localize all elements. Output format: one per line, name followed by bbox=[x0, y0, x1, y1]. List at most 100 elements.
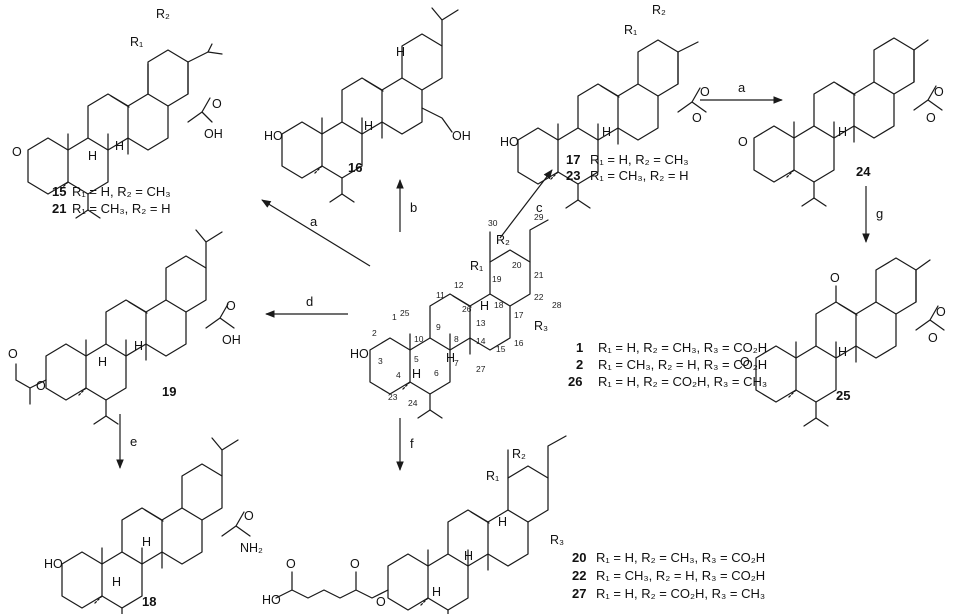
label-OH: OH bbox=[222, 333, 241, 347]
compound-id-2: 2 bbox=[576, 357, 583, 372]
compound-id-25: 25 bbox=[836, 388, 850, 403]
atom-number-30: 30 bbox=[488, 218, 498, 228]
label-R1: R₁ bbox=[486, 469, 499, 483]
label-R1: R₁ bbox=[130, 35, 143, 49]
label-O: O bbox=[692, 111, 702, 125]
label-O-ketone: O bbox=[738, 135, 748, 149]
compound-id-16: 16 bbox=[348, 160, 362, 175]
compound-caption-1: R₁ = H, R₂ = CH₃, R₃ = CO₂H bbox=[598, 340, 767, 355]
reaction-arrows bbox=[116, 96, 870, 471]
label-HO: HO bbox=[264, 129, 283, 143]
label-HO: HO bbox=[44, 557, 63, 571]
compound-id-17: 17 bbox=[566, 152, 580, 167]
label-H: H bbox=[498, 515, 507, 529]
label-O: O bbox=[212, 97, 222, 111]
label-H: H bbox=[412, 367, 421, 381]
compound-id-1: 1 bbox=[576, 340, 583, 355]
compound-20-22-27: O O O HO R₁ R₂ R₃ H H H 20 R₁ = H, R₂ = … bbox=[262, 435, 765, 614]
atom-number-20: 20 bbox=[512, 260, 522, 270]
atom-number-17: 17 bbox=[514, 310, 524, 320]
label-H: H bbox=[480, 299, 489, 313]
label-O: O bbox=[376, 595, 386, 609]
atom-number-12: 12 bbox=[454, 280, 464, 290]
compound-caption-2: R₁ = CH₃, R₂ = H, R₃ = CO₂H bbox=[598, 357, 767, 372]
compound-caption-26: R₁ = H, R₂ = CO₂H, R₃ = CH₃ bbox=[598, 374, 767, 389]
compound-1-2-26: HO R₁ R₂ R₃ H H H 1 2 3 4 5 6 7 8 9 10 1… bbox=[350, 212, 767, 419]
compound-id-23: 23 bbox=[566, 168, 580, 183]
atom-number-11: 11 bbox=[436, 290, 445, 300]
label-H: H bbox=[838, 125, 847, 139]
atom-number-24: 24 bbox=[408, 398, 418, 408]
compound-id-27: 27 bbox=[572, 586, 586, 601]
label-R2: R₂ bbox=[156, 7, 170, 21]
label-R2: R₂ bbox=[512, 447, 526, 461]
atom-number-5: 5 bbox=[414, 354, 419, 364]
label-H: H bbox=[602, 125, 611, 139]
compound-id-21: 21 bbox=[52, 201, 66, 216]
atom-number-9: 9 bbox=[436, 322, 441, 332]
label-O: O bbox=[926, 111, 936, 125]
label-O-ketone: O bbox=[12, 145, 22, 159]
atom-number-15: 15 bbox=[496, 344, 506, 354]
label-H: H bbox=[364, 119, 373, 133]
atom-number-27: 27 bbox=[476, 364, 486, 374]
compound-id-26: 26 bbox=[568, 374, 582, 389]
label-O: O bbox=[936, 305, 946, 319]
atom-number-6: 6 bbox=[434, 368, 439, 378]
compound-id-20: 20 bbox=[572, 550, 586, 565]
atom-number-7: 7 bbox=[454, 358, 459, 368]
label-H: H bbox=[396, 45, 405, 59]
label-O: O bbox=[36, 379, 46, 393]
arrow-c-to-17 bbox=[499, 169, 553, 239]
atom-number-3: 3 bbox=[378, 356, 383, 366]
label-R3: R₃ bbox=[550, 533, 564, 547]
arrow-a-to-15 bbox=[261, 199, 371, 267]
compound-caption-15: R₁ = H, R₂ = CH₃ bbox=[72, 184, 171, 199]
label-O-ketone: O bbox=[740, 355, 750, 369]
atom-number-25: 25 bbox=[400, 308, 410, 318]
compound-id-18: 18 bbox=[142, 594, 156, 609]
label-H: H bbox=[446, 351, 455, 365]
compound-17-23: HO O O R₁ R₂ H 17 R₁ = H, R₂ = CH₃ 23 R₁… bbox=[500, 3, 710, 209]
atom-number-4: 4 bbox=[396, 370, 401, 380]
reagent-label-a: a bbox=[310, 214, 318, 229]
label-O: O bbox=[934, 85, 944, 99]
label-H: H bbox=[464, 549, 473, 563]
compound-caption-27: R₁ = H, R₂ = CO₂H, R₃ = CH₃ bbox=[596, 586, 765, 601]
reagent-label-g: g bbox=[876, 206, 883, 221]
label-H: H bbox=[88, 149, 97, 163]
compound-25: O O O O H 25 bbox=[740, 257, 946, 427]
atom-number-1: 1 bbox=[392, 312, 397, 322]
label-O: O bbox=[226, 299, 236, 313]
compound-caption-23: R₁ = CH₃, R₂ = H bbox=[590, 168, 689, 183]
label-OH: OH bbox=[452, 129, 471, 143]
reagent-labels: a b c d e f a g bbox=[130, 80, 883, 451]
atom-number-22: 22 bbox=[534, 292, 544, 302]
atom-number-2: 2 bbox=[372, 328, 377, 338]
reagent-label-d: d bbox=[306, 294, 313, 309]
compound-18: HO O NH₂ H H 18 bbox=[44, 437, 263, 614]
label-H: H bbox=[134, 339, 143, 353]
label-OH: OH bbox=[204, 127, 223, 141]
label-H: H bbox=[432, 585, 441, 599]
label-H: H bbox=[838, 345, 847, 359]
compound-19: O O OH O H H 19 bbox=[8, 229, 241, 425]
atom-number-23: 23 bbox=[388, 392, 398, 402]
atom-number-29: 29 bbox=[534, 212, 544, 222]
reagent-label-b: b bbox=[410, 200, 417, 215]
atom-number-14: 14 bbox=[476, 336, 486, 346]
label-R1: R₁ bbox=[470, 259, 483, 273]
atom-number-13: 13 bbox=[476, 318, 486, 328]
compound-caption-17: R₁ = H, R₂ = CH₃ bbox=[590, 152, 689, 167]
atom-number-10: 10 bbox=[414, 334, 424, 344]
reagent-label-e: e bbox=[130, 434, 137, 449]
label-HO: HO bbox=[500, 135, 519, 149]
atom-number-18: 18 bbox=[494, 300, 504, 310]
label-HO: HO bbox=[350, 347, 369, 361]
label-R2: R₂ bbox=[652, 3, 666, 17]
label-R2: R₂ bbox=[496, 233, 510, 247]
compound-id-22: 22 bbox=[572, 568, 586, 583]
compound-caption-20: R₁ = H, R₂ = CH₃, R₃ = CO₂H bbox=[596, 550, 765, 565]
compound-caption-22: R₁ = CH₃, R₂ = H, R₃ = CO₂H bbox=[596, 568, 765, 583]
label-O-11: O bbox=[830, 271, 840, 285]
